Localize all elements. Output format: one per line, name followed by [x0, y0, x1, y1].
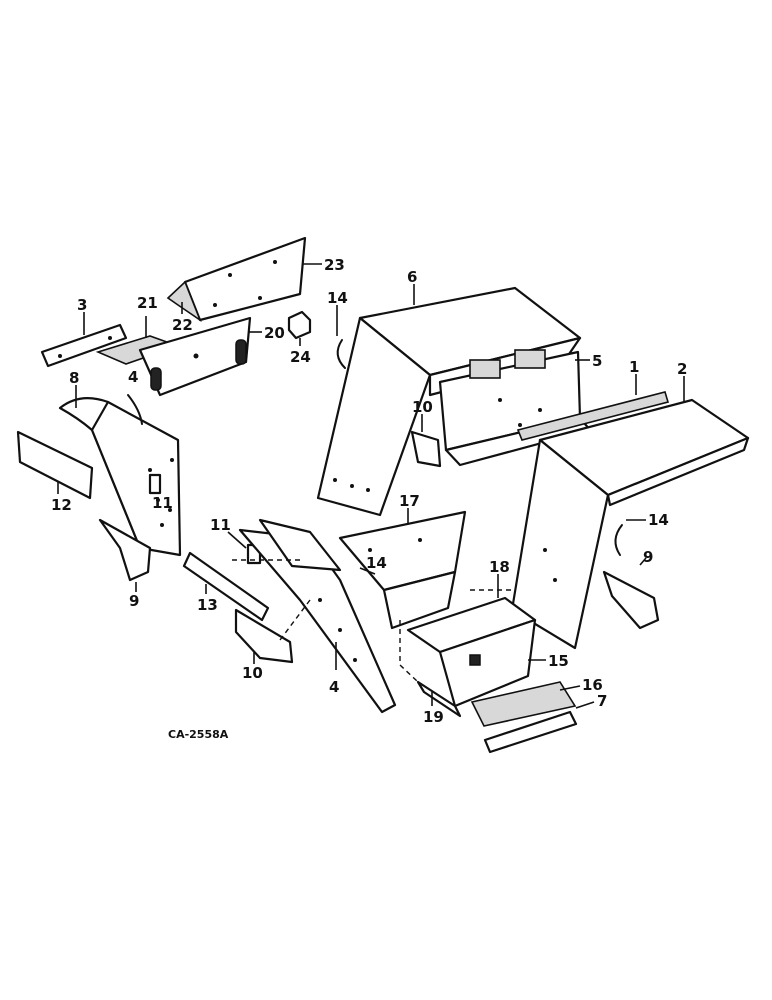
part-9-bracket-right	[602, 570, 660, 630]
callout-14-right: 14	[626, 511, 669, 529]
callout-4-upper: 4	[128, 368, 138, 386]
callout-18-label: 18	[489, 558, 510, 576]
callout-11-left-label: 11	[152, 494, 173, 512]
part-1-bar	[516, 391, 670, 441]
callout-19-label: 19	[423, 708, 444, 726]
callout-9-right: 9	[639, 548, 653, 566]
part-8-left-fender	[58, 397, 182, 557]
callout-8-label: 8	[69, 369, 79, 387]
part-10-bracket-upper	[410, 430, 442, 468]
callout-11-left: 11	[152, 494, 173, 512]
callout-14-right-label: 14	[648, 511, 669, 529]
callout-9-left-label: 9	[129, 592, 139, 610]
callout-15: 15	[528, 652, 569, 670]
callout-3-label: 3	[77, 296, 87, 314]
callout-22-label: 22	[172, 316, 193, 334]
callout-10-lower: 10	[242, 652, 263, 682]
part-19-plate	[416, 680, 462, 718]
callout-21-label: 21	[137, 294, 158, 312]
callout-1-label: 1	[629, 358, 639, 376]
callout-20-label: 20	[264, 324, 285, 342]
part-14-handle-left	[127, 394, 143, 425]
callout-5: 5	[575, 352, 602, 370]
part-20-panel	[138, 316, 252, 397]
part-13-bar	[182, 551, 270, 622]
callout-17-label: 17	[399, 492, 420, 510]
callout-12-label: 12	[51, 496, 72, 514]
callout-4-lower-label: 4	[329, 678, 339, 696]
callout-13: 13	[197, 584, 218, 614]
part-4-fender-side	[238, 518, 397, 714]
callout-22: 22	[172, 302, 193, 334]
callout-3: 3	[77, 296, 87, 335]
callout-16: 16	[559, 676, 603, 694]
part-16-tread	[470, 681, 577, 727]
part-12-shield	[16, 430, 94, 500]
callout-11-right-label: 11	[210, 516, 231, 534]
part-7-bar	[483, 710, 578, 754]
callout-8: 8	[69, 369, 79, 408]
part-14-handle-upper	[336, 339, 346, 369]
part-15-step	[438, 618, 537, 708]
callout-1: 1	[629, 358, 639, 395]
part-3-bracket	[40, 323, 128, 368]
callout-14-upper-label: 14	[327, 289, 348, 307]
part-24-clip	[287, 310, 312, 340]
callout-17: 17	[399, 492, 420, 524]
callout-10-upper-label: 10	[412, 398, 433, 416]
part-10-bracket-lower	[234, 608, 294, 664]
callout-4-lower: 4	[329, 642, 339, 696]
callout-13-label: 13	[197, 596, 218, 614]
callout-21: 21	[137, 294, 158, 338]
callout-23: 23	[302, 256, 345, 274]
callout-14-middle-label: 14	[366, 554, 387, 572]
callout-12: 12	[51, 482, 72, 514]
callout-15-label: 15	[548, 652, 569, 670]
part-9-bracket-left	[98, 518, 152, 582]
part-23-shield	[166, 236, 307, 323]
callout-5-label: 5	[592, 352, 602, 370]
part-14-handle-right	[614, 524, 623, 556]
callout-19: 19	[423, 692, 444, 726]
callout-9-right-label: 9	[643, 548, 653, 566]
callout-10-lower-label: 10	[242, 664, 263, 682]
callout-2: 2	[677, 360, 687, 402]
callout-11-right: 11	[210, 516, 247, 549]
callout-23-label: 23	[324, 256, 345, 274]
diagram-code: CA-2558A	[168, 728, 229, 741]
part-2-right-fender	[510, 398, 750, 650]
callout-14-middle: 14	[359, 554, 387, 575]
part-17-step-panel	[338, 510, 467, 630]
callout-24-label: 24	[290, 348, 311, 366]
callout-6: 6	[407, 268, 417, 305]
callout-7-label: 7	[597, 692, 607, 710]
callout-4-upper-label: 4	[128, 368, 138, 386]
callout-14-upper: 14	[327, 289, 348, 336]
callout-18: 18	[489, 558, 510, 598]
callout-6-label: 6	[407, 268, 417, 286]
callout-20: 20	[248, 324, 285, 342]
callout-9-left: 9	[129, 582, 139, 610]
callout-24: 24	[290, 338, 311, 366]
callout-2-label: 2	[677, 360, 687, 378]
callout-7: 7	[575, 692, 607, 710]
callout-10-upper: 10	[412, 398, 433, 432]
callout-16-label: 16	[582, 676, 603, 694]
